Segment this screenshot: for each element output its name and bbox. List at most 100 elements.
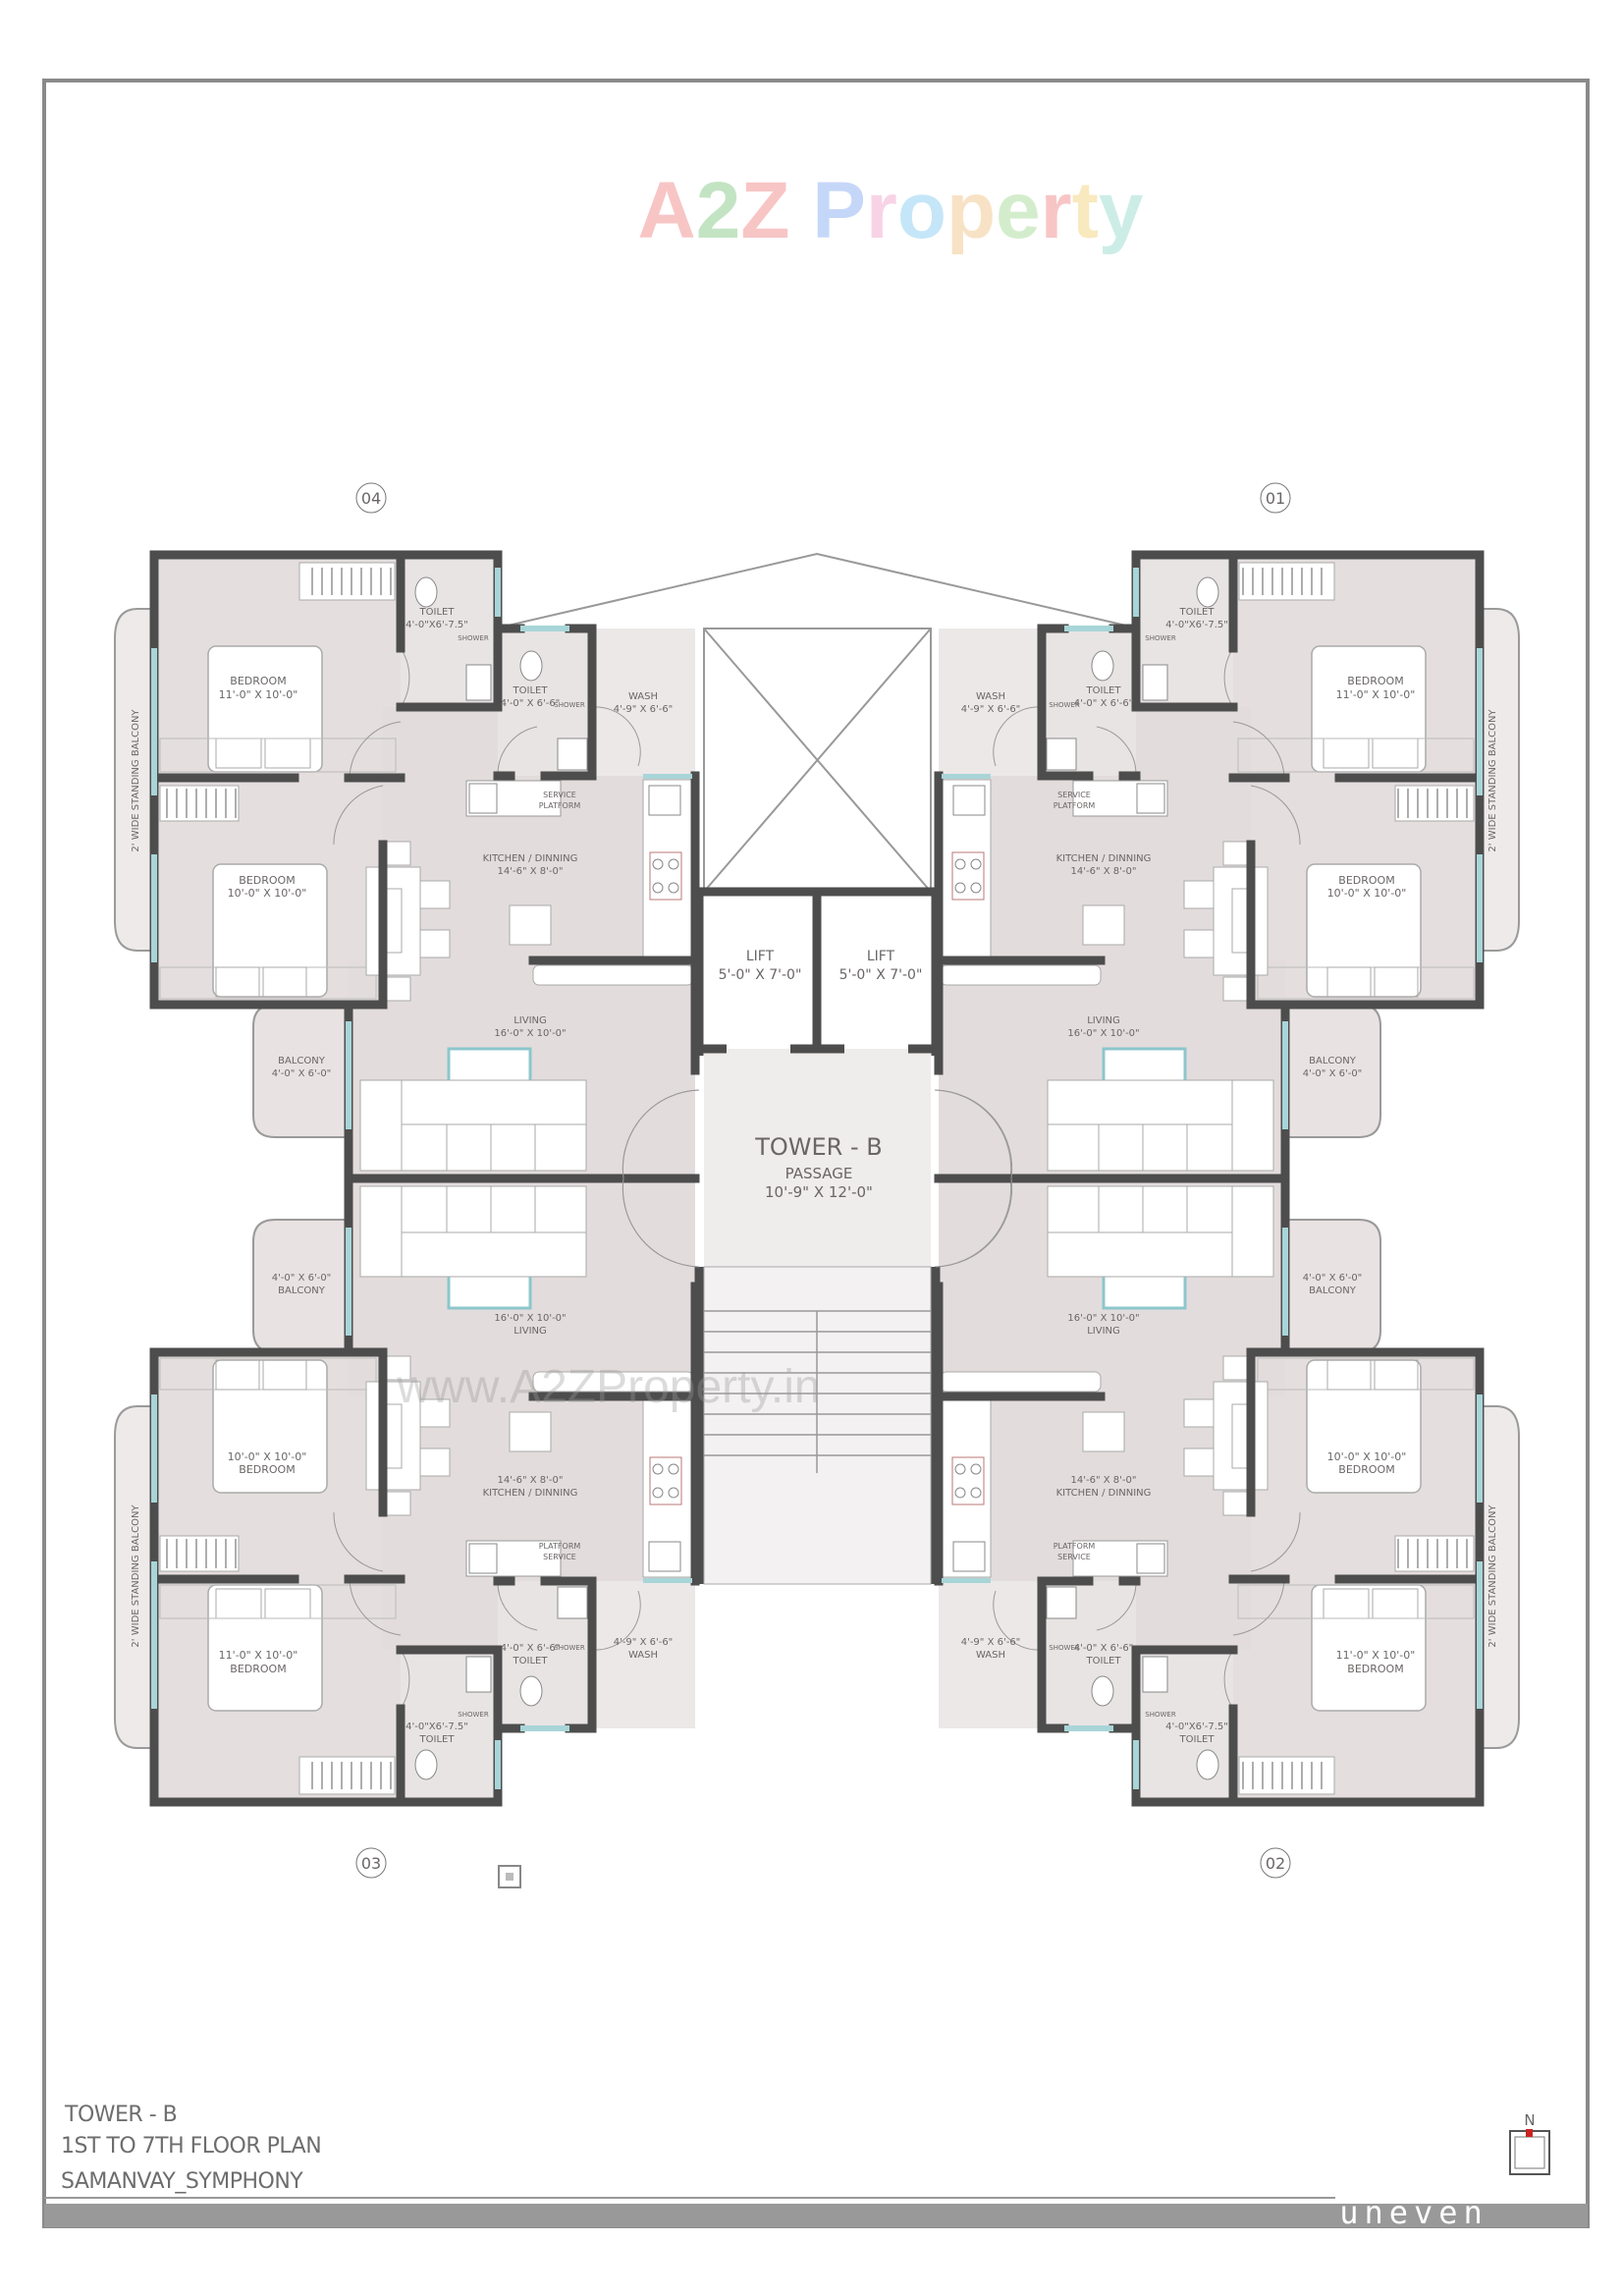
unit-number: 04 xyxy=(361,489,381,508)
room-label-wash-dim: 4'-9" X 6'-6" xyxy=(614,704,674,715)
room-label-toilet-b-name: TOILET xyxy=(513,1656,549,1667)
room-label-bedroom-a-dim: 11'-0" X 10'-0" xyxy=(1336,688,1416,701)
room-label-balcony-dim: 4'-0" X 6'-0" xyxy=(272,1068,332,1079)
room-label-living-name: LIVING xyxy=(514,1326,547,1337)
room-label-bedroom-a-dim: 11'-0" X 10'-0" xyxy=(219,1649,298,1662)
room-label-toilet-a-shower: SHOWER xyxy=(458,1711,489,1719)
room-label-toilet-a-shower: SHOWER xyxy=(458,634,489,642)
footer-tower: TOWER - B xyxy=(64,2103,177,2127)
unit-number: 01 xyxy=(1266,489,1285,508)
room-label-toilet-a-name: TOILET xyxy=(1179,1734,1216,1745)
lift-2 xyxy=(820,892,931,1049)
room-label-toilet-b-shower: SHOWER xyxy=(554,701,585,709)
unit-number-badge xyxy=(1260,1847,1291,1879)
room-label-kitchen-dim: 14'-6" X 8'-0" xyxy=(1071,1475,1137,1486)
room-label-kitchen-name: KITCHEN / DINNING xyxy=(483,1488,578,1499)
passage xyxy=(704,1049,931,1267)
lift-1 xyxy=(704,892,815,1049)
room-label-toilet-a-shower: SHOWER xyxy=(1145,1711,1176,1719)
room-label-toilet-a-dim: 4'-0"X6'-7.5" xyxy=(1165,1722,1228,1732)
room-label-toilet-a-name: TOILET xyxy=(419,1734,456,1745)
room-label-wash-name: WASH xyxy=(628,1650,658,1661)
room-label-service-name2: PLATFORM xyxy=(539,801,581,810)
room-label-toilet-b-name: TOILET xyxy=(1086,1656,1122,1667)
unit-number-badge xyxy=(355,482,387,514)
room-label-balcony-name: BALCONY xyxy=(1309,1056,1357,1066)
room-label-bedroom-b-name: BEDROOM xyxy=(1338,874,1394,887)
room-label-toilet-a-name: TOILET xyxy=(1179,607,1216,618)
room-label-toilet-a-dim: 4'-0"X6'-7.5" xyxy=(406,620,468,630)
room-label-living-name: LIVING xyxy=(1087,1326,1120,1337)
room-label-toilet-b-dim: 4'-0" X 6'-6" xyxy=(501,1643,561,1654)
room-label-service-name: SERVICE xyxy=(1057,791,1091,799)
room-label-kitchen-dim: 14'-6" X 8'-0" xyxy=(498,866,564,877)
room-label-toilet-b-name: TOILET xyxy=(513,685,549,696)
url-watermark: www.A2ZProperty.in xyxy=(396,1361,820,1413)
room-label-bedroom-a-dim: 11'-0" X 10'-0" xyxy=(1336,1649,1416,1662)
footer-bar xyxy=(44,2204,1588,2227)
unit-number-badge xyxy=(1260,482,1291,514)
room-label-wash-name: WASH xyxy=(976,691,1005,702)
room-label-service-name2: PLATFORM xyxy=(1054,801,1096,810)
room-label-service-name: SERVICE xyxy=(1057,1553,1091,1561)
room-label-toilet-b-shower: SHOWER xyxy=(554,1644,585,1652)
room-label-standing-balcony: 2' WIDE STANDING BALCONY xyxy=(131,1504,141,1648)
room-label-kitchen-name: KITCHEN / DINNING xyxy=(1056,1488,1152,1499)
room-label-toilet-a-dim: 4'-0"X6'-7.5" xyxy=(1165,620,1228,630)
room-label-toilet-b-shower: SHOWER xyxy=(1049,701,1080,709)
room-label-bedroom-a-name: BEDROOM xyxy=(230,1663,286,1675)
room-label-toilet-b-dim: 4'-0" X 6'-6" xyxy=(1074,1643,1134,1654)
room-label-living-dim: 16'-0" X 10'-0" xyxy=(1067,1313,1139,1324)
room-label-bedroom-b-name: BEDROOM xyxy=(1338,1463,1394,1476)
room-label-kitchen-name: KITCHEN / DINNING xyxy=(483,853,578,864)
room-label-wash-name: WASH xyxy=(628,691,658,702)
unit-number: 02 xyxy=(1266,1854,1285,1873)
room-label-balcony-name: BALCONY xyxy=(278,1056,326,1066)
room-label-wash-dim: 4'-9" X 6'-6" xyxy=(614,1637,674,1648)
room-label-balcony-name: BALCONY xyxy=(1309,1285,1357,1296)
unit-number-badge xyxy=(355,1847,387,1879)
room-label-bedroom-a-name: BEDROOM xyxy=(1347,1663,1403,1675)
room-label-standing-balcony: 2' WIDE STANDING BALCONY xyxy=(1487,709,1498,852)
room-label-toilet-b-shower: SHOWER xyxy=(1049,1644,1080,1652)
lift-1-dim: 5'-0" X 7'-0" xyxy=(719,967,802,983)
room-label-bedroom-b-name: BEDROOM xyxy=(239,1463,295,1476)
lift-2-dim: 5'-0" X 7'-0" xyxy=(839,967,923,983)
room-label-kitchen-dim: 14'-6" X 8'-0" xyxy=(1071,866,1137,877)
room-label-living-dim: 16'-0" X 10'-0" xyxy=(494,1313,566,1324)
room-label-service-name: SERVICE xyxy=(543,791,576,799)
tower-label: TOWER - B xyxy=(754,1133,883,1161)
passage-label: PASSAGE xyxy=(785,1165,853,1182)
room-label-kitchen-dim: 14'-6" X 8'-0" xyxy=(498,1475,564,1486)
room-label-kitchen-name: KITCHEN / DINNING xyxy=(1056,853,1152,864)
footer-floor: 1ST TO 7TH FLOOR PLAN xyxy=(61,2134,321,2159)
room-label-standing-balcony: 2' WIDE STANDING BALCONY xyxy=(1487,1504,1498,1648)
room-label-balcony-dim: 4'-0" X 6'-0" xyxy=(1303,1273,1363,1284)
room-label-toilet-a-name: TOILET xyxy=(419,607,456,618)
north-label: N xyxy=(1524,2111,1535,2129)
lift-1-label: LIFT xyxy=(746,949,775,964)
room-label-wash-dim: 4'-9" X 6'-6" xyxy=(961,1637,1021,1648)
room-label-living-dim: 16'-0" X 10'-0" xyxy=(494,1028,566,1039)
room-label-service-name2: PLATFORM xyxy=(539,1542,581,1551)
room-label-bedroom-b-dim: 10'-0" X 10'-0" xyxy=(228,887,307,900)
unit-number: 03 xyxy=(361,1854,381,1873)
room-label-toilet-a-dim: 4'-0"X6'-7.5" xyxy=(406,1722,468,1732)
room-label-bedroom-b-dim: 10'-0" X 10'-0" xyxy=(1327,887,1407,900)
north-arrow-icon xyxy=(1509,2129,1550,2175)
room-label-balcony-name: BALCONY xyxy=(278,1285,326,1296)
room-label-toilet-b-dim: 4'-0" X 6'-6" xyxy=(501,698,561,709)
room-label-living-name: LIVING xyxy=(1087,1015,1120,1026)
room-label-living-dim: 16'-0" X 10'-0" xyxy=(1067,1028,1139,1039)
room-label-bedroom-a-dim: 11'-0" X 10'-0" xyxy=(219,688,298,701)
room-label-toilet-a-shower: SHOWER xyxy=(1145,634,1176,642)
room-label-toilet-b-name: TOILET xyxy=(1086,685,1122,696)
a2z-watermark-logo: A2Z Property xyxy=(638,166,1144,255)
room-label-bedroom-a-name: BEDROOM xyxy=(230,675,286,687)
room-label-standing-balcony: 2' WIDE STANDING BALCONY xyxy=(131,709,141,852)
room-label-bedroom-b-dim: 10'-0" X 10'-0" xyxy=(228,1450,307,1463)
room-label-balcony-dim: 4'-0" X 6'-0" xyxy=(272,1273,332,1284)
room-label-service-name: SERVICE xyxy=(543,1553,576,1561)
stair-steps xyxy=(704,1310,931,1473)
